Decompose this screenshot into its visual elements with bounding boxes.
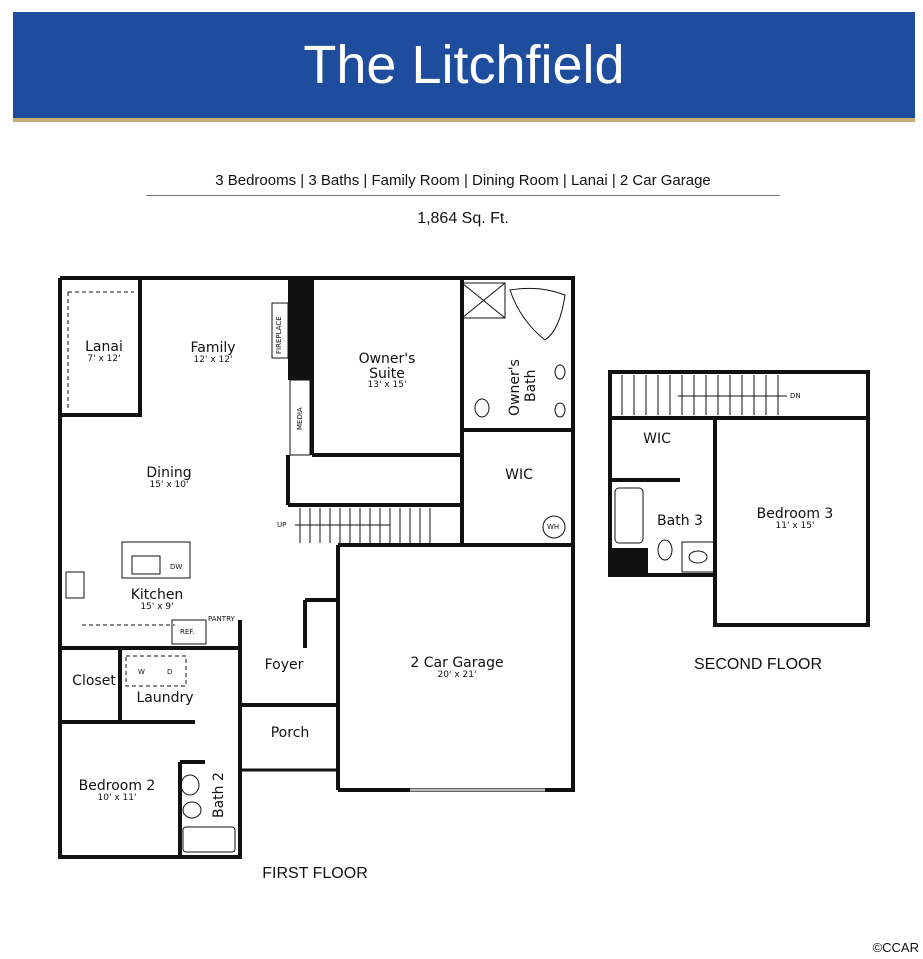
room-dims: 15' x 10' bbox=[149, 479, 189, 490]
refrigerator-label: REF. bbox=[180, 628, 195, 636]
room-dims: 11' x 15' bbox=[775, 520, 815, 531]
stairs-up-label: UP bbox=[277, 521, 287, 529]
room-name: Dining bbox=[146, 465, 192, 481]
room-name: Suite bbox=[369, 365, 405, 382]
room-name: Family bbox=[190, 340, 236, 356]
second-floor-title: SECOND FLOOR bbox=[693, 656, 823, 673]
room-dims: 20' x 21' bbox=[437, 669, 477, 680]
room-bath-3: Bath 3 bbox=[657, 514, 703, 529]
square-footage: 1,864 Sq. Ft. bbox=[417, 210, 509, 227]
media-label: MEDIA bbox=[296, 407, 304, 430]
dryer-label: D bbox=[167, 668, 173, 676]
features-summary: 3 Bedrooms | 3 Baths | Family Room | Din… bbox=[146, 172, 780, 196]
room-dims: 12' x 12' bbox=[193, 354, 233, 365]
second-floor-walls bbox=[608, 370, 870, 627]
room-name: WIC bbox=[643, 431, 671, 447]
room-name: Owner's bbox=[358, 351, 416, 367]
water-heater-label: WH bbox=[547, 523, 560, 531]
room-closet: Closet bbox=[72, 674, 116, 689]
dishwasher-label: DW bbox=[170, 563, 183, 571]
first-floor-walls bbox=[58, 276, 575, 859]
room-owners-bath-line2: Bath bbox=[523, 369, 539, 402]
pantry-label: PANTRY bbox=[208, 615, 235, 623]
room-name: Foyer bbox=[264, 657, 304, 673]
title-banner: The Litchfield bbox=[13, 12, 915, 122]
room-owners-bath: Owner's bbox=[507, 359, 523, 416]
stairs-down-label: DN bbox=[790, 392, 801, 400]
room-bath-2: Bath 2 bbox=[211, 772, 227, 818]
room-name: Bath 2 bbox=[211, 772, 227, 818]
room-wic: WIC bbox=[505, 468, 533, 483]
first-floor-title: FIRST FLOOR bbox=[262, 865, 368, 882]
first-floor-details bbox=[65, 282, 566, 853]
room-dims: 7' x 12' bbox=[87, 353, 121, 364]
room-name: Lanai bbox=[85, 339, 123, 355]
second-floor-details bbox=[614, 375, 787, 573]
room-dims: 13' x 15' bbox=[367, 380, 407, 391]
washer-label: W bbox=[138, 668, 145, 676]
room-name: Bedroom 2 bbox=[78, 778, 156, 794]
room-dims: 10' x 11' bbox=[97, 792, 137, 803]
room-name: Owner's bbox=[507, 359, 523, 416]
room-name: Bath bbox=[523, 369, 539, 402]
room-dims: 15' x 9' bbox=[140, 601, 174, 612]
room-name: Porch bbox=[270, 725, 310, 741]
room-name: Kitchen bbox=[130, 587, 184, 603]
room-laundry: Laundry bbox=[136, 691, 193, 706]
ccar-watermark: ©CCAR bbox=[872, 940, 919, 955]
plan-title: The Litchfield bbox=[303, 35, 625, 95]
room-name: Closet bbox=[72, 673, 116, 689]
room-name: WIC bbox=[505, 467, 533, 483]
room-foyer: Foyer bbox=[265, 658, 304, 673]
stairs-first-floor bbox=[295, 508, 431, 543]
room-name: Bath 3 bbox=[657, 513, 703, 529]
room-wic-2: WIC bbox=[643, 432, 671, 447]
room-name: Bedroom 3 bbox=[756, 506, 834, 522]
room-porch: Porch bbox=[271, 726, 310, 741]
fireplace-label: FIREPLACE bbox=[275, 316, 283, 354]
room-name: Laundry bbox=[136, 690, 194, 706]
room-name: 2 Car Garage bbox=[410, 655, 504, 671]
